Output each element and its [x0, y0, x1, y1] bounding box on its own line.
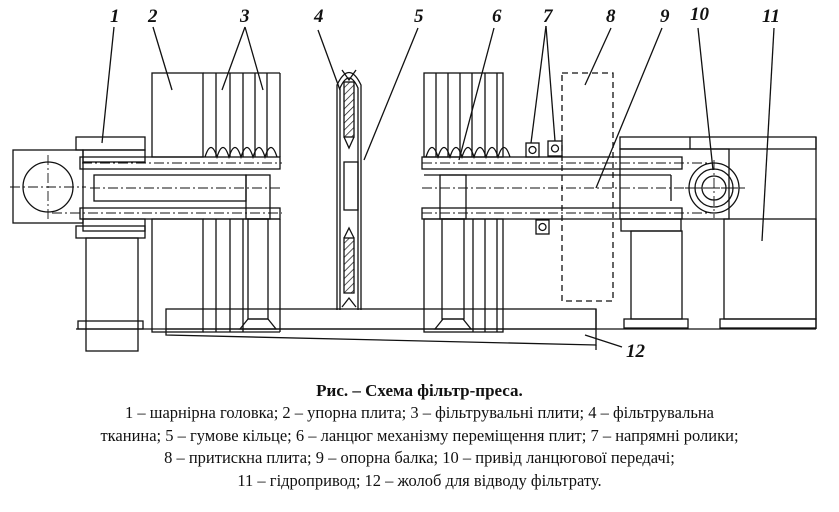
figure-title: Рис. – Схема фільтр-преса. [316, 381, 523, 400]
callout-10: 10 [690, 4, 710, 25]
filter-press-schematic: 1 2 3 4 5 6 7 8 9 10 11 12 [10, 4, 817, 362]
left-support-stand [75, 218, 146, 352]
callout-3: 3 [239, 6, 250, 27]
figure-caption: Рис. – Схема фільтр-преса. 1 – шарнірна … [0, 380, 839, 492]
right-filter-plates [423, 72, 511, 333]
callout-2: 2 [147, 6, 158, 27]
legend-line-1: 1 – шарнірна головка; 2 – упорна плита; … [124, 403, 715, 422]
hydraulic-drive [719, 137, 817, 329]
fixed-plate [151, 72, 204, 333]
callout-4: 4 [313, 6, 324, 27]
legend-line-3: 8 – притискна плита; 9 – опорна балка; 1… [164, 448, 675, 467]
callout-11: 11 [762, 6, 780, 27]
right-support-beam [421, 156, 740, 330]
filter-cloth-plate [336, 69, 362, 310]
callout-7: 7 [543, 6, 554, 27]
callout-9: 9 [660, 6, 670, 27]
right-support-stand [620, 218, 689, 329]
legend-line-2: тканина; 5 – гумове кільце; 6 – ланцюг м… [100, 425, 739, 445]
leader-lines [101, 25, 775, 348]
callout-8: 8 [606, 6, 616, 27]
callout-6: 6 [492, 6, 502, 27]
guide-rollers [525, 140, 563, 235]
callout-5: 5 [414, 6, 424, 27]
filtrate-trough [76, 308, 816, 350]
callout-12: 12 [626, 341, 646, 362]
pressing-plate [561, 72, 614, 302]
callout-1: 1 [110, 6, 120, 27]
chain-drive [619, 136, 817, 220]
hinged-head [10, 136, 146, 224]
left-support-beam [52, 156, 282, 330]
legend-line-4: 11 – гідропривод; 12 – жолоб для відводу… [237, 470, 602, 490]
